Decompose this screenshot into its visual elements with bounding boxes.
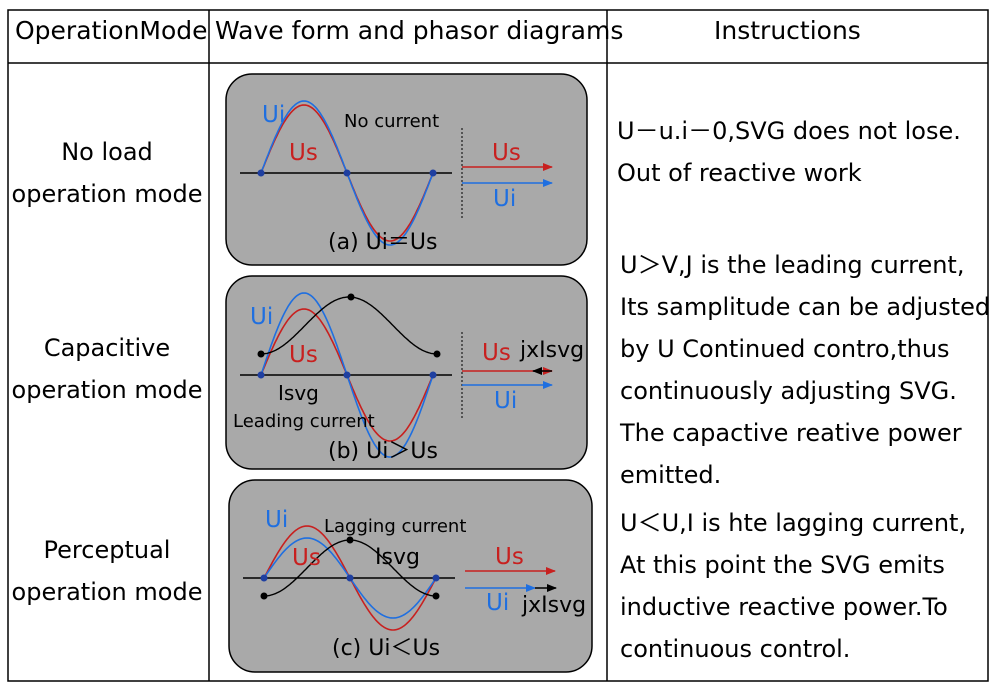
annotation: Lagging current — [324, 516, 466, 537]
instruction-line: emitted. — [620, 461, 722, 489]
annotation: Leading current — [233, 411, 375, 432]
instruction-line: U＞V,J is the leading current, — [620, 251, 965, 279]
phasor-us-label: Us — [492, 140, 521, 166]
ui-label: Ui — [262, 102, 285, 128]
panel-perceptual: Ui Us Isvg Lagging current Us Ui jxIsvg … — [228, 479, 593, 673]
header-waveform: Wave form and phasor diagrams — [215, 16, 624, 45]
instruction-line: continuous control. — [620, 635, 851, 663]
caption: (c) Ui＜Us — [332, 636, 440, 661]
phasor-ui-label: Ui — [493, 186, 516, 212]
phasor-jxisvg-label: jxIsvg — [521, 593, 586, 618]
annotation: No current — [344, 111, 439, 132]
panel-no-load: Ui Us No current Us Ui (a) Ui＝Us — [225, 73, 588, 266]
instruction-line: At this point the SVG emits — [620, 551, 945, 579]
instructions-capacitive: U＞V,J is the leading current, Its sampli… — [620, 244, 1000, 496]
instruction-line: U－u.i－0,SVG does not lose. — [617, 117, 961, 145]
instruction-line: Out of reactive work — [617, 159, 862, 187]
instruction-line: U＜U,I is hte lagging current, — [620, 509, 967, 537]
header-operation-mode: OperationMode — [15, 16, 208, 45]
ui-label: Ui — [265, 507, 288, 533]
mode-no-load: No load operation mode — [8, 131, 206, 215]
isvg-label: Isvg — [375, 545, 420, 570]
us-label: Us — [289, 140, 318, 166]
mode-line: Capacitive — [43, 334, 171, 362]
phasor-us-label: Us — [482, 340, 511, 366]
phasor-ui-label: Ui — [486, 590, 509, 616]
instruction-line: inductive reactive power.To — [620, 593, 948, 621]
caption: (a) Ui＝Us — [328, 230, 437, 255]
instruction-line: by U Continued contro,thus — [620, 335, 950, 363]
phasor-us-label: Us — [495, 544, 524, 570]
mode-capacitive: Capacitive operation mode — [8, 327, 206, 411]
mode-line: operation mode — [11, 180, 203, 208]
instruction-line: continuously adjusting SVG. — [620, 377, 957, 405]
instruction-line: Its samplitude can be adjusted — [620, 293, 991, 321]
phasor-ui-label: Ui — [494, 388, 517, 414]
phasor-jxisvg-label: jxIsvg — [519, 338, 584, 363]
isvg-label: Isvg — [278, 381, 319, 405]
panel-capacitive: Ui Us Isvg Leading current Us jxIsvg Ui … — [225, 275, 588, 470]
mode-line: operation mode — [11, 376, 203, 404]
mode-line: operation mode — [11, 578, 203, 606]
instruction-line: The capactive reative power — [620, 419, 962, 447]
ui-label: Ui — [250, 304, 273, 330]
us-label: Us — [292, 545, 321, 571]
header-instructions: Instructions — [714, 16, 861, 45]
instructions-no-load: U－u.i－0,SVG does not lose. Out of reacti… — [617, 110, 997, 194]
mode-perceptual: Perceptual operation mode — [8, 529, 206, 613]
mode-line: Perceptual — [43, 536, 171, 564]
instructions-perceptual: U＜U,I is hte lagging current, At this po… — [620, 502, 1000, 670]
caption: (b) Ui＞Us — [328, 439, 438, 464]
mode-line: No load — [61, 138, 153, 166]
us-label: Us — [289, 342, 318, 368]
